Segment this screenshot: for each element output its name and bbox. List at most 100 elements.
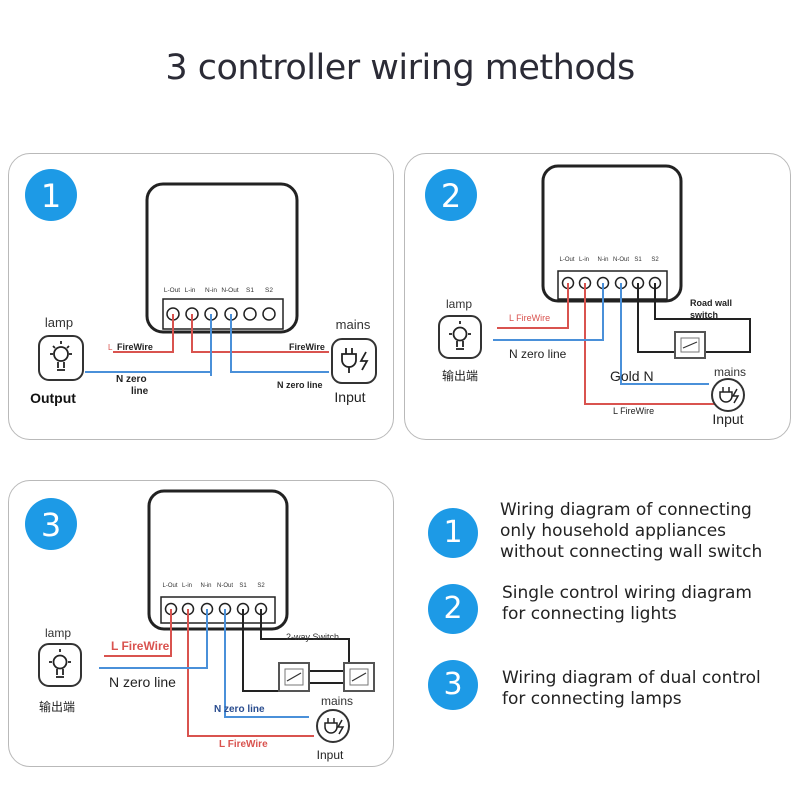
terminal-label: N-Out xyxy=(217,583,233,589)
gold-n-label: Gold N xyxy=(610,368,654,384)
terminal-label: N-in xyxy=(200,583,211,589)
method-legend: 1 Wiring diagram of connecting only hous… xyxy=(420,490,790,730)
wiring-panel-1: 1 L-Out L-in N-in N-Out S1 S2 lamp xyxy=(8,153,394,440)
firewire-label: FireWire xyxy=(289,342,325,352)
terminal-label: L-Out xyxy=(162,583,177,589)
switch-wire-s2 xyxy=(260,609,350,666)
panel-number: 3 xyxy=(41,506,61,544)
terminal-label: S2 xyxy=(651,257,659,263)
legend-text: Wiring diagram of connecting only househ… xyxy=(500,500,762,563)
wiring-diagram-1: 1 L-Out L-in N-in N-Out S1 S2 lamp xyxy=(25,169,377,406)
terminal-label: N-in xyxy=(205,287,217,294)
input-label: Input xyxy=(334,389,365,405)
output-label: Output xyxy=(30,390,76,406)
switch-icon xyxy=(343,662,375,692)
terminal-label: S1 xyxy=(634,257,642,263)
live-wire-out xyxy=(497,283,569,329)
lamp-icon xyxy=(38,335,84,381)
legend-line: Single control wiring diagram xyxy=(502,583,752,603)
legend-number-badge: 1 xyxy=(428,508,478,558)
mains-label: mains xyxy=(321,694,353,708)
live-wire-in xyxy=(187,609,314,737)
switch-wire-s1 xyxy=(242,609,279,692)
plug-icon xyxy=(711,378,745,412)
lamp-label: lamp xyxy=(45,626,71,640)
legend-line: Wiring diagram of dual control xyxy=(502,668,761,688)
controller-device xyxy=(147,489,289,631)
panel-number: 1 xyxy=(41,177,61,215)
live-wire-in xyxy=(191,314,329,353)
terminal-label: N-Out xyxy=(221,287,239,294)
wiring-diagram-2: 2 L-Out L-in N-in N-Out S1 S2 Road wall … xyxy=(425,164,751,427)
legend-line: without connecting wall switch xyxy=(500,542,763,562)
terminal-label: L-in xyxy=(182,583,192,589)
neutral-wire-in xyxy=(224,609,309,718)
legend-line: Wiring diagram of connecting xyxy=(500,500,752,520)
switch-wire-s2 xyxy=(654,283,751,353)
firewire-label: L FireWire xyxy=(219,739,268,750)
firewire-label: L FireWire xyxy=(509,313,550,323)
legend-line: for connecting lights xyxy=(502,604,677,624)
terminal-label: L-Out xyxy=(559,257,574,263)
firewire-label: FireWire xyxy=(117,342,153,352)
lamp-icon xyxy=(38,643,82,687)
input-label: Input xyxy=(317,748,344,762)
panel-number-badge xyxy=(25,498,77,550)
neutral-wire-out xyxy=(493,283,604,341)
wall-switch-icon xyxy=(674,331,706,359)
wiring-panel-2: 2 L-Out L-in N-in N-Out S1 S2 Road wall … xyxy=(404,153,791,440)
page-title: 3 controller wiring methods xyxy=(165,48,635,88)
terminal-label: S2 xyxy=(265,287,273,294)
n-zero-label: line xyxy=(131,386,149,397)
controller-device xyxy=(541,164,683,303)
plug-icon xyxy=(331,338,377,384)
controller-device xyxy=(145,182,299,334)
legend-text: Wiring diagram of dual control for conne… xyxy=(502,668,761,710)
two-way-switch-label: 2-way Switch xyxy=(286,632,339,642)
plug-icon xyxy=(316,709,350,743)
neutral-wire-out xyxy=(99,609,208,669)
wiring-diagram-3: 3 L-Out L-in N-in N-Out S1 S2 2-way Sw xyxy=(25,489,375,762)
terminal-label: L-in xyxy=(579,257,589,263)
n-zero-label: N zero line xyxy=(109,674,176,690)
wiring-panel-3: 3 L-Out L-in N-in N-Out S1 S2 2-way Sw xyxy=(8,480,394,767)
n-zero-label: N zero line xyxy=(509,347,567,361)
switch-wire-s1 xyxy=(637,283,675,353)
lamp-icon xyxy=(438,315,482,359)
live-wire-in xyxy=(584,283,715,405)
n-zero-label: N zero xyxy=(116,374,147,385)
output-label: 输出端 xyxy=(442,368,478,383)
n-zero-label: N zero line xyxy=(277,380,323,390)
legend-line: for connecting lamps xyxy=(502,689,682,709)
output-label: 输出端 xyxy=(39,699,75,714)
lamp-label: lamp xyxy=(45,315,73,330)
firewire-label: L FireWire xyxy=(613,406,654,416)
terminal-label: L-Out xyxy=(164,287,180,294)
svg-text:L: L xyxy=(108,343,113,352)
live-wire-out xyxy=(113,314,174,353)
legend-number-badge: 3 xyxy=(428,660,478,710)
live-wire-out xyxy=(104,609,172,657)
wall-switch-label: switch xyxy=(690,310,718,320)
panel-number-badge xyxy=(425,169,477,221)
lamp-label: lamp xyxy=(446,297,472,311)
legend-text: Single control wiring diagram for connec… xyxy=(502,583,752,625)
mains-label: mains xyxy=(714,365,746,379)
neutral-wire-in xyxy=(230,314,329,373)
terminal-block xyxy=(557,270,668,300)
panel-number-badge xyxy=(25,169,77,221)
legend-number-badge: 2 xyxy=(428,584,478,634)
terminal-label: L-in xyxy=(185,287,196,294)
input-label: Input xyxy=(712,411,743,427)
terminal-label: N-Out xyxy=(613,257,629,263)
legend-line: only household appliances xyxy=(500,521,727,541)
terminal-label: S1 xyxy=(239,583,247,589)
neutral-wire-in xyxy=(620,283,709,385)
terminal-label: N-in xyxy=(597,257,608,263)
firewire-label: L FireWire xyxy=(111,639,170,653)
wall-switch-label: Road wall xyxy=(690,298,732,308)
terminal-label: S1 xyxy=(246,287,254,294)
mains-label: mains xyxy=(336,317,371,332)
n-zero-label: N zero line xyxy=(214,704,265,715)
terminal-label: S2 xyxy=(257,583,265,589)
